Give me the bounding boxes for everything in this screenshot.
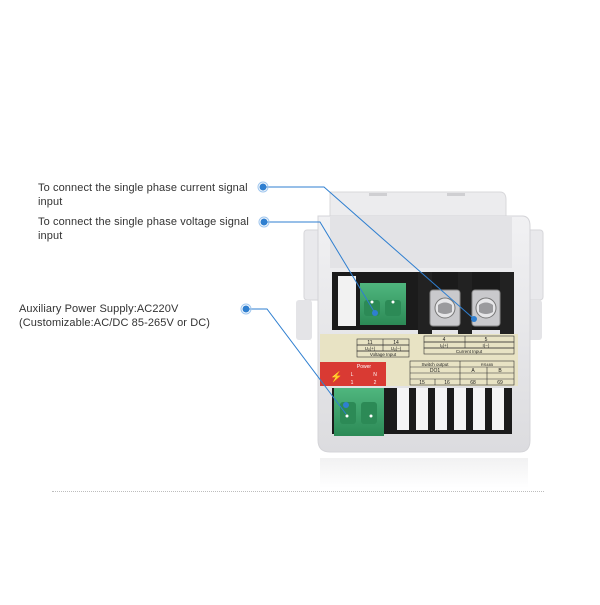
svg-text:1: 1	[351, 380, 354, 386]
dotted-divider	[52, 491, 544, 492]
svg-text:DO1: DO1	[430, 368, 441, 374]
svg-text:16: 16	[444, 380, 450, 386]
voltage-terminal-block	[360, 283, 406, 325]
wiring-label: 11 14 Uₒ(+) Uₒ(−) Voltage Input 4 5 Iₒ(+…	[320, 334, 518, 386]
svg-text:5: 5	[485, 337, 488, 343]
svg-text:2: 2	[374, 380, 377, 386]
power-terminal-block	[334, 388, 384, 436]
vent-fins	[397, 388, 504, 430]
svg-text:I(−): I(−)	[483, 343, 490, 348]
svg-text:15: 15	[419, 380, 425, 386]
svg-text:69: 69	[497, 380, 503, 386]
callout-power-supply: Auxiliary Power Supply:AC220V (Customiza…	[19, 303, 211, 329]
svg-text:Switch output: Switch output	[421, 362, 449, 367]
svg-text:14: 14	[393, 340, 399, 346]
svg-text:B: B	[498, 368, 502, 374]
svg-text:Current Input: Current Input	[456, 349, 483, 354]
callout-current-input: To connect the single phase current sign…	[38, 182, 248, 208]
svg-text:Uₒ(+): Uₒ(+)	[365, 346, 376, 351]
svg-text:Voltage Input: Voltage Input	[370, 352, 397, 357]
svg-text:⚡: ⚡	[330, 370, 342, 383]
svg-text:11: 11	[367, 340, 372, 346]
svg-text:L: L	[351, 372, 354, 378]
svg-text:Power: Power	[357, 364, 372, 370]
svg-text:68: 68	[470, 380, 476, 386]
svg-text:RS485: RS485	[481, 362, 494, 367]
svg-text:Iₒ(+): Iₒ(+)	[440, 343, 449, 348]
svg-text:4: 4	[443, 337, 446, 343]
svg-text:N: N	[373, 372, 377, 378]
svg-text:A: A	[471, 368, 475, 374]
callout-voltage-input: To connect the single phase voltage sign…	[38, 216, 249, 242]
svg-text:Uₒ(−): Uₒ(−)	[391, 346, 402, 351]
